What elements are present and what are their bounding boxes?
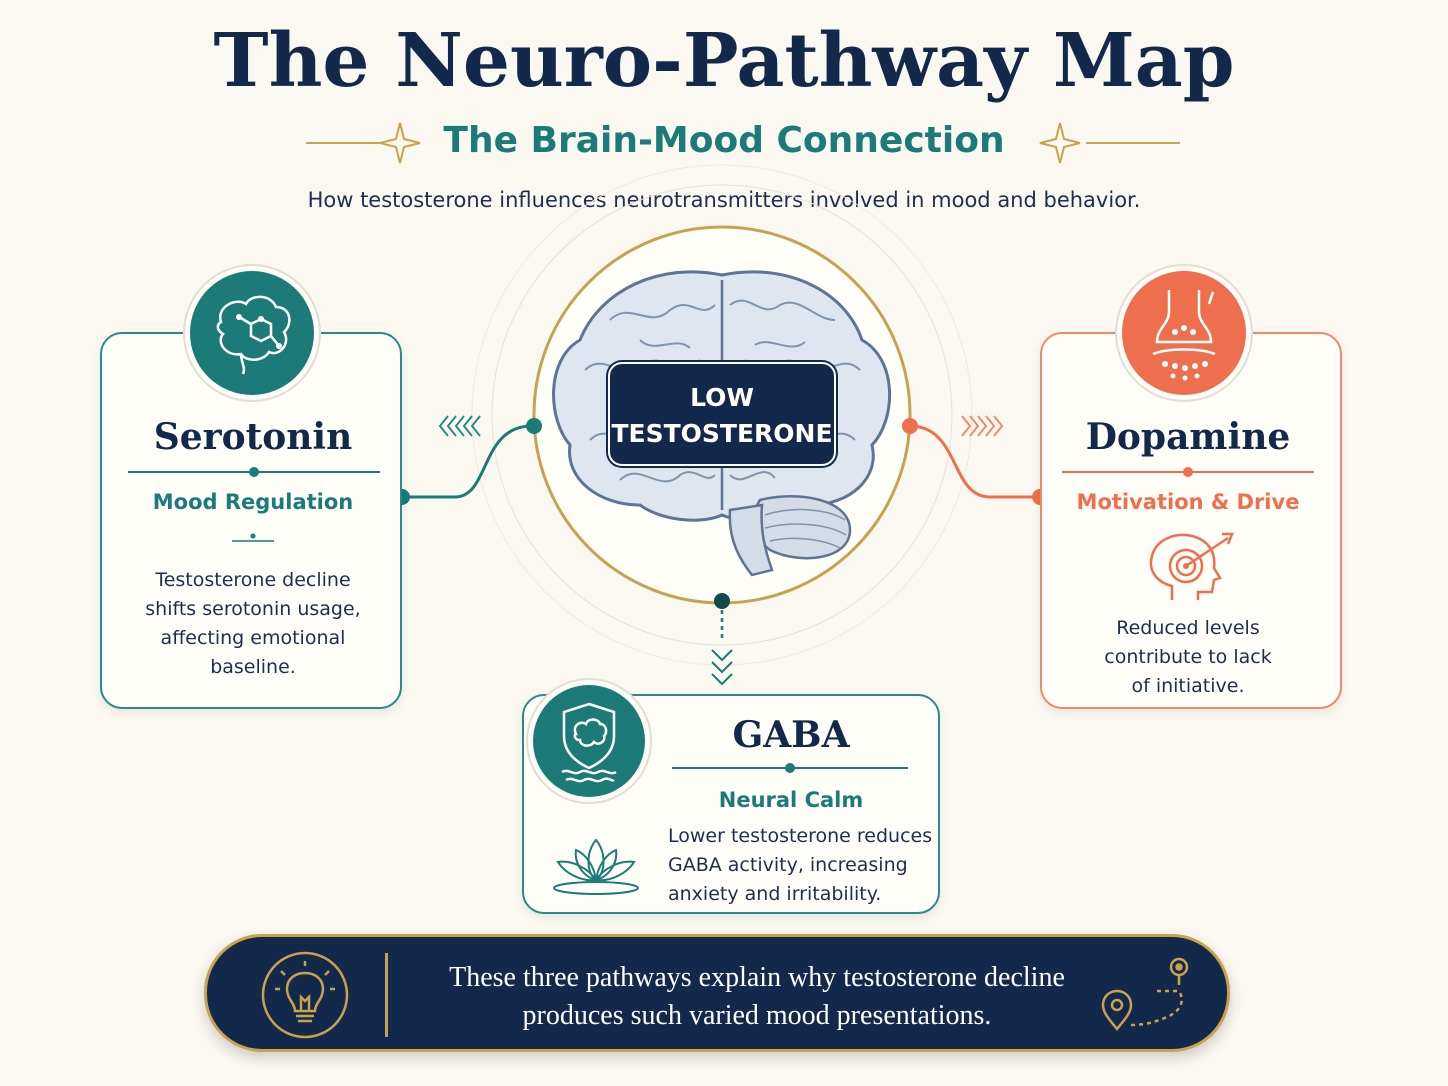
- star-icon: [379, 122, 421, 164]
- dopamine-body: Reduced levels contribute to lack of ini…: [1042, 614, 1334, 701]
- left-arrows-icon: [438, 415, 481, 437]
- dopamine-title: Dopamine: [1085, 416, 1291, 458]
- summary-line: produces such varied mood presentations.: [522, 1000, 992, 1031]
- page-title: The Neuro-Pathway Map: [213, 18, 1235, 104]
- serotonin-title: Serotonin: [153, 416, 353, 458]
- serotonin-body-line: shifts serotonin usage,: [145, 598, 361, 620]
- serotonin-subtitle: Mood Regulation: [152, 490, 354, 514]
- gaba-divider: [672, 763, 908, 773]
- right-sparkle-decoration: [1039, 122, 1180, 164]
- brain-label-line2: TESTOSTERONE: [611, 419, 833, 448]
- summary-line: These three pathways explain why testost…: [449, 962, 1065, 993]
- serotonin-connector: [402, 424, 533, 499]
- dopamine-body-line: Reduced levels: [1116, 617, 1260, 639]
- gaba-body-line: Lower testosterone reduces: [668, 825, 933, 847]
- serotonin-small-divider: [232, 533, 274, 542]
- route-map-icon: [1101, 957, 1189, 1032]
- synapse-icon: [1115, 264, 1253, 402]
- gaba-subtitle: Neural Calm: [718, 788, 864, 812]
- serotonin-body: Testosterone decline shifts serotonin us…: [102, 566, 404, 682]
- lightbulb-icon: [261, 951, 349, 1039]
- serotonin-body-line: affecting emotional: [160, 627, 346, 649]
- serotonin-molecule-icon: [183, 264, 321, 402]
- gaba-body-line: anxiety and irritability.: [668, 883, 882, 905]
- page-description: How testosterone influences neurotransmi…: [307, 188, 1141, 212]
- dopamine-divider: [1062, 467, 1314, 477]
- right-arrows-icon: [961, 415, 1004, 437]
- summary-text: These three pathways explain why testost…: [407, 959, 1107, 1035]
- gaba-title: GABA: [732, 714, 850, 756]
- down-arrows-icon: [711, 649, 733, 686]
- brain-label-line1: LOW: [690, 383, 754, 412]
- serotonin-body-line: Testosterone decline: [155, 569, 351, 591]
- serotonin-divider: [128, 467, 380, 477]
- dopamine-body-line: contribute to lack: [1104, 646, 1272, 668]
- left-sparkle-decoration: [306, 122, 421, 164]
- shield-brain-icon: [526, 678, 652, 804]
- summary-banner: These three pathways explain why testost…: [204, 934, 1230, 1052]
- low-testosterone-label: LOW TESTOSTERONE: [608, 362, 836, 466]
- dopamine-subtitle: Motivation & Drive: [1076, 490, 1300, 514]
- target-head-icon: [1149, 532, 1234, 600]
- dopamine-body-line: of initiative.: [1131, 675, 1245, 697]
- star-icon: [1039, 122, 1081, 164]
- gaba-card: GABA Neural Calm Lower testosterone redu…: [522, 694, 940, 914]
- lotus-icon: [553, 838, 639, 895]
- serotonin-body-line: baseline.: [210, 656, 296, 678]
- banner-divider: [385, 953, 388, 1037]
- gaba-body: Lower testosterone reduces GABA activity…: [668, 822, 938, 909]
- dopamine-connector: [909, 424, 1040, 499]
- gaba-body-line: GABA activity, increasing: [668, 854, 908, 876]
- page-subtitle: The Brain-Mood Connection: [443, 120, 1005, 161]
